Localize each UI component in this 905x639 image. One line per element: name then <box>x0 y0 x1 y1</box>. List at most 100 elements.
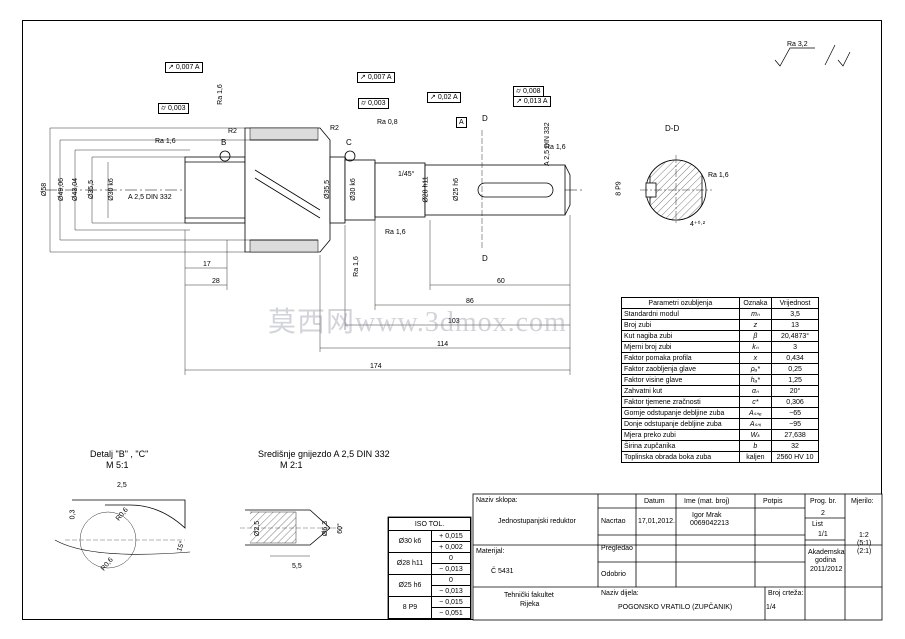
datum-ref: A <box>194 64 200 71</box>
diameter-label: Ø25 h6 <box>452 178 460 201</box>
scale-value: 1:2 <box>859 532 869 539</box>
faculty-line2: Rijeka <box>520 601 540 608</box>
datum-ref: A <box>386 74 392 81</box>
drawn-name: Igor Mrak <box>692 512 722 519</box>
iso-fit: 8 P9 <box>388 596 432 619</box>
table-cell: Aₛₙᵢ <box>738 418 773 430</box>
iso-upper: 0 <box>430 574 472 586</box>
roughness-label: Ra 1,6 <box>155 138 176 145</box>
detail-bc-scale: M 5:1 <box>106 460 129 470</box>
list-value: 1/1 <box>818 531 828 538</box>
cylindricity-icon: ⌭ <box>361 100 367 107</box>
runout-icon: ↗ <box>430 94 436 101</box>
tolerance-value: 0,003 <box>167 105 186 112</box>
runout-icon: ↗ <box>168 64 174 71</box>
tolerance-frame-cylindricity-1: ⌭ 0,003 <box>158 103 189 114</box>
center-hole-scale: M 2:1 <box>280 460 303 470</box>
length-dim: 174 <box>370 363 382 370</box>
table-cell: 0,306 <box>771 396 819 408</box>
table-cell: 20° <box>771 385 819 397</box>
runout-icon: ↗ <box>360 74 366 81</box>
table-cell: Faktor tjemene zračnosti <box>621 396 740 408</box>
col-name: Ime (mat. broj) <box>684 498 730 505</box>
table-cell: 1,25 <box>771 374 819 386</box>
iso-upper: + 0,015 <box>430 530 472 542</box>
tolerance-frame-cylindricity-2: ⌭ 0,003 <box>358 98 389 109</box>
table-cell: Standardni modul <box>621 308 740 320</box>
material-value: Č 5431 <box>491 568 514 575</box>
center-hole-label: A 2,5 DIN 332 <box>128 194 172 201</box>
table-cell: Faktor visine glave <box>621 374 740 386</box>
prog-label: Prog. br. <box>810 498 837 505</box>
table-cell: hₐ* <box>738 374 773 386</box>
detail-dim: 0,3 <box>69 509 77 520</box>
section-dd-title: D-D <box>665 124 680 133</box>
table-cell: 0,434 <box>771 352 819 364</box>
table-header-row: Parametri ozubljenja Oznaka Vrijednost <box>621 297 819 309</box>
list-label: List <box>812 521 823 528</box>
table-cell: ρₐ* <box>738 363 773 375</box>
scale-value-3: (2:1) <box>857 548 872 555</box>
iso-lower: − 0,051 <box>430 607 472 619</box>
table-cell: Zahvatni kut <box>621 385 740 397</box>
iso-lower: − 0,013 <box>430 563 472 575</box>
tolerance-frame-runout-4: ↗ 0,013 A <box>513 96 551 107</box>
table-cell: Aₛₙₑ <box>738 407 773 419</box>
table-header: Oznaka <box>738 297 773 309</box>
length-dim: 103 <box>448 318 460 325</box>
table-cell: Donje odstupanje debljine zuba <box>621 418 740 430</box>
length-dim: 28 <box>212 278 220 285</box>
table-cell: 20,4873° <box>771 330 819 342</box>
table-cell: z <box>738 319 773 331</box>
tolerance-value: 0,013 <box>523 98 542 105</box>
cylindricity-icon: ⌭ <box>161 105 167 112</box>
roughness-label: Ra 1,6 <box>708 172 729 179</box>
tolerance-value: 0,007 <box>367 74 386 81</box>
table-cell: Faktor pomaka profila <box>621 352 740 364</box>
roughness-label: Ra 1,6 <box>216 84 224 105</box>
table-cell: αₙ <box>738 385 773 397</box>
iso-fit: Ø30 k6 <box>388 530 432 553</box>
table-cell: Mjerni broj zubi <box>621 341 740 353</box>
table-cell: Gornje odstupanje debljine zuba <box>621 407 740 419</box>
table-cell: Širina zupčanika <box>621 440 740 452</box>
iso-title: ISO TOL. <box>388 517 471 531</box>
radius-label: R2 <box>330 125 339 132</box>
detail-dim: 2,5 <box>117 482 127 489</box>
table-header-row: ISO TOL. <box>388 517 471 531</box>
roughness-label: Ra 1,6 <box>385 229 406 236</box>
table-header: Parametri ozubljenja <box>621 297 740 309</box>
tolerance-value: 0,02 <box>437 94 452 101</box>
assembly-label: Naziv sklopa: <box>476 497 518 504</box>
diameter-label: Ø43,04 <box>71 178 79 201</box>
diameter-label: Ø58 <box>41 182 49 197</box>
table-row: − 0,051 <box>389 607 472 619</box>
drawing-number: 1/4 <box>766 604 776 611</box>
gear-parameters-table: Parametri ozubljenja Oznaka Vrijednost S… <box>621 297 819 463</box>
table-cell: 27,638 <box>771 429 819 441</box>
academic-year-label1: Akademska <box>808 549 845 556</box>
table-cell: 3,5 <box>771 308 819 320</box>
length-dim: 114 <box>437 341 449 348</box>
table-cell: mₙ <box>738 308 773 320</box>
table-cell: kaljen <box>738 451 773 463</box>
tolerance-value: 0,008 <box>522 88 541 95</box>
iso-fit: Ø28 h11 <box>388 552 432 575</box>
iso-upper: 0 <box>430 552 472 564</box>
table-cell: kₙ <box>738 341 773 353</box>
diameter-label: Ø30 k6 <box>349 178 357 201</box>
table-cell: 3 <box>771 341 819 353</box>
table-row: Toplinska obrada boka zuba kaljen 2560 H… <box>621 451 819 463</box>
assembly-name: Jednostupanjski reduktor <box>498 518 576 525</box>
diameter-label: Ø28 h11 <box>422 176 430 203</box>
